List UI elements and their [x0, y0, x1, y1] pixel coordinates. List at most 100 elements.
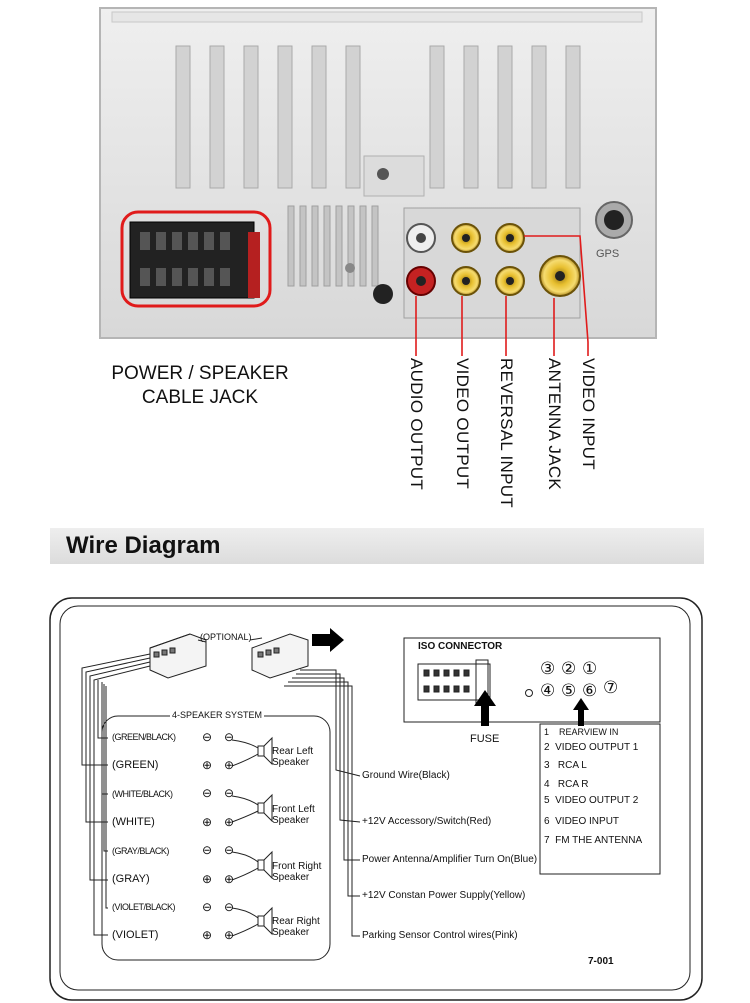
minus-icon: ⊖ [224, 843, 235, 857]
fuse-arrow-icon [474, 690, 496, 726]
wire-power-antenna: Power Antenna/Amplifier Turn On(Blue) [362, 854, 538, 865]
pin-2: ② [561, 659, 577, 678]
legend-item: 6 VIDEO INPUT [544, 816, 619, 827]
legend-text: VIDEO OUTPUT 1 [555, 742, 639, 753]
antenna-jack [539, 255, 581, 297]
wire-accessory: +12V Accessory/Switch(Red) [362, 816, 492, 827]
minus-icon: ⊖ [202, 786, 213, 800]
speaker-label-line2: Speaker [272, 815, 310, 826]
plus-icon: ⊕ [202, 872, 213, 886]
section-title: Wire Diagram [66, 532, 221, 559]
video-input-label: VIDEO INPUT [579, 358, 598, 470]
wire-label-white-black: (WHITE/BLACK) [112, 789, 173, 799]
rca-video-out-1 [451, 223, 481, 253]
legend-text: REARVIEW IN [559, 727, 619, 737]
wire-label-gray: (GRAY) [112, 873, 150, 885]
minus-icon: ⊖ [224, 900, 235, 914]
heat-sink-fins [175, 45, 581, 189]
power-label-line2: CABLE JACK [141, 387, 259, 408]
pin-3: ③ [540, 659, 556, 678]
legend-item: 5 VIDEO OUTPUT 2 [544, 795, 638, 806]
speaker-label-line2: Speaker [272, 872, 310, 883]
plus-icon: ⊕ [224, 928, 235, 942]
speaker-rear-left-icon [231, 736, 273, 767]
legend-text: RCA L [557, 760, 587, 771]
wire-label-violet: (VIOLET) [112, 929, 159, 941]
fuse-label: FUSE [470, 733, 500, 745]
speaker-label-line1: Rear Right [272, 916, 320, 927]
wire-ground: Ground Wire(Black) [362, 770, 450, 781]
legend-text: VIDEO INPUT [555, 816, 620, 827]
pin-1: ① [582, 659, 598, 678]
legend-item: 2 VIDEO OUTPUT 1 [544, 742, 638, 753]
pin-6: ⑥ [582, 681, 598, 700]
optional-connector-right [251, 633, 309, 679]
minus-icon: ⊖ [202, 843, 213, 857]
legend-number: 1 [544, 727, 550, 737]
speaker-label-line1: Front Left [272, 804, 315, 815]
wire-label-violet-black: (VIOLET/BLACK) [112, 902, 176, 912]
wire-label-green-black: (GREEN/BLACK) [112, 732, 176, 742]
wire-label-white: (WHITE) [112, 816, 155, 828]
minus-icon: ⊖ [224, 730, 235, 744]
minus-icon: ⊖ [224, 786, 235, 800]
speaker-label-front-right: Front Right Speaker [272, 861, 321, 883]
port-pointer-lines [415, 342, 589, 356]
wire-constant-power: +12V Constan Power Supply(Yellow) [362, 890, 526, 901]
speaker-label-front-left: Front Left Speaker [272, 804, 315, 826]
legend-number: 7 [544, 835, 550, 846]
iso-connector-icon [417, 659, 491, 705]
plus-icon: ⊕ [224, 872, 235, 886]
pin-dot-icon [525, 689, 533, 697]
rca-video-out-2 [451, 266, 481, 296]
rca-reversal-in-2 [495, 266, 525, 296]
legend-number: 2 [544, 742, 550, 753]
power-speaker-jack-label: POWER / SPEAKER CABLE JACK [100, 362, 300, 412]
pin-5: ⑤ [561, 681, 577, 700]
rca-arrow-icon [573, 698, 589, 726]
speaker-system-title: 4-SPEAKER SYSTEM [170, 710, 265, 720]
speaker-front-left-icon [231, 793, 273, 823]
antenna-jack-label: ANTENNA JACK [545, 358, 564, 491]
gps-port [595, 201, 633, 239]
section-header-bar [50, 528, 704, 564]
speaker-label-rear-left: Rear Left Speaker [272, 746, 313, 768]
pin-7: ⑦ [603, 678, 619, 697]
plus-icon: ⊕ [224, 815, 235, 829]
head-unit-rear-panel [99, 7, 657, 342]
direction-arrow-icon [312, 628, 344, 652]
diagram-code: 7-001 [588, 956, 614, 967]
legend-item: 3 RCA L [544, 760, 587, 771]
legend-number: 6 [544, 816, 550, 827]
speaker-label-line2: Speaker [272, 927, 310, 938]
plus-icon: ⊕ [202, 815, 213, 829]
legend-number: 3 [544, 760, 550, 771]
legend-number: 5 [544, 795, 550, 806]
rca-audio-red [406, 266, 436, 296]
wire-label-gray-black: (GRAY/BLACK) [112, 846, 169, 856]
power-speaker-jack [120, 210, 272, 308]
rca-reversal-in-1 [495, 223, 525, 253]
legend-text: RCA R [557, 779, 589, 790]
gps-label: GPS [596, 248, 620, 260]
rca-audio-white [406, 223, 436, 253]
wire-parking-sensor: Parking Sensor Control wires(Pink) [362, 930, 518, 941]
speaker-label-line2: Speaker [272, 757, 310, 768]
plus-icon: ⊕ [202, 758, 213, 772]
wire-diagram [49, 597, 703, 1001]
video-output-label: VIDEO OUTPUT [453, 358, 472, 490]
iso-connector-title: ISO CONNECTOR [418, 641, 503, 652]
speaker-front-right-icon [231, 850, 273, 881]
pin-4: ④ [540, 681, 556, 700]
speaker-label-rear-right: Rear Right Speaker [272, 916, 320, 938]
minus-icon: ⊖ [202, 900, 213, 914]
legend-item: 1 REARVIEW IN [544, 727, 618, 737]
wire-label-green: (GREEN) [112, 759, 159, 771]
minus-icon: ⊖ [202, 730, 213, 744]
legend-item: 7 FM THE ANTENNA [544, 835, 642, 846]
reversal-input-label: REVERSAL INPUT [497, 358, 516, 508]
speaker-label-line1: Front Right [272, 861, 322, 872]
legend-text: FM THE ANTENNA [555, 835, 643, 846]
optional-connector-left [149, 633, 207, 679]
plus-icon: ⊕ [202, 928, 213, 942]
